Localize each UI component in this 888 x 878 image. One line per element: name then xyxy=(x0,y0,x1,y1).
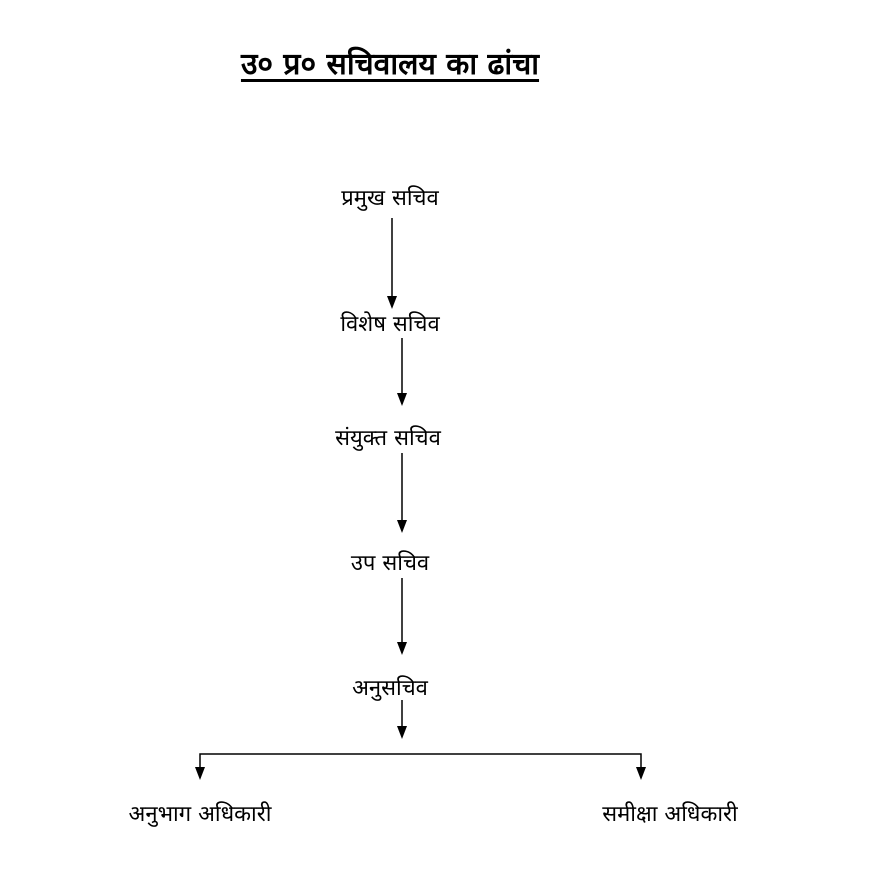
arrow-4 xyxy=(397,578,407,655)
node-joint-secretary: संयुक्त सचिव xyxy=(335,426,441,451)
node-review-officer: समीक्षा अधिकारी xyxy=(602,802,738,827)
node-principal-secretary: प्रमुख सचिव xyxy=(341,186,439,211)
page-title: उ० प्र० सचिवालय का ढांचा xyxy=(240,47,540,82)
node-under-secretary: अनुसचिव xyxy=(352,676,428,701)
node-deputy-secretary: उप सचिव xyxy=(350,551,430,576)
arrow-2 xyxy=(397,338,407,406)
branch-connector xyxy=(195,753,646,780)
node-section-officer: अनुभाग अधिकारी xyxy=(128,802,272,827)
node-special-secretary: विशेष सचिव xyxy=(340,312,440,337)
arrow-3 xyxy=(397,453,407,533)
arrow-1 xyxy=(387,218,397,309)
arrow-5 xyxy=(397,700,407,739)
